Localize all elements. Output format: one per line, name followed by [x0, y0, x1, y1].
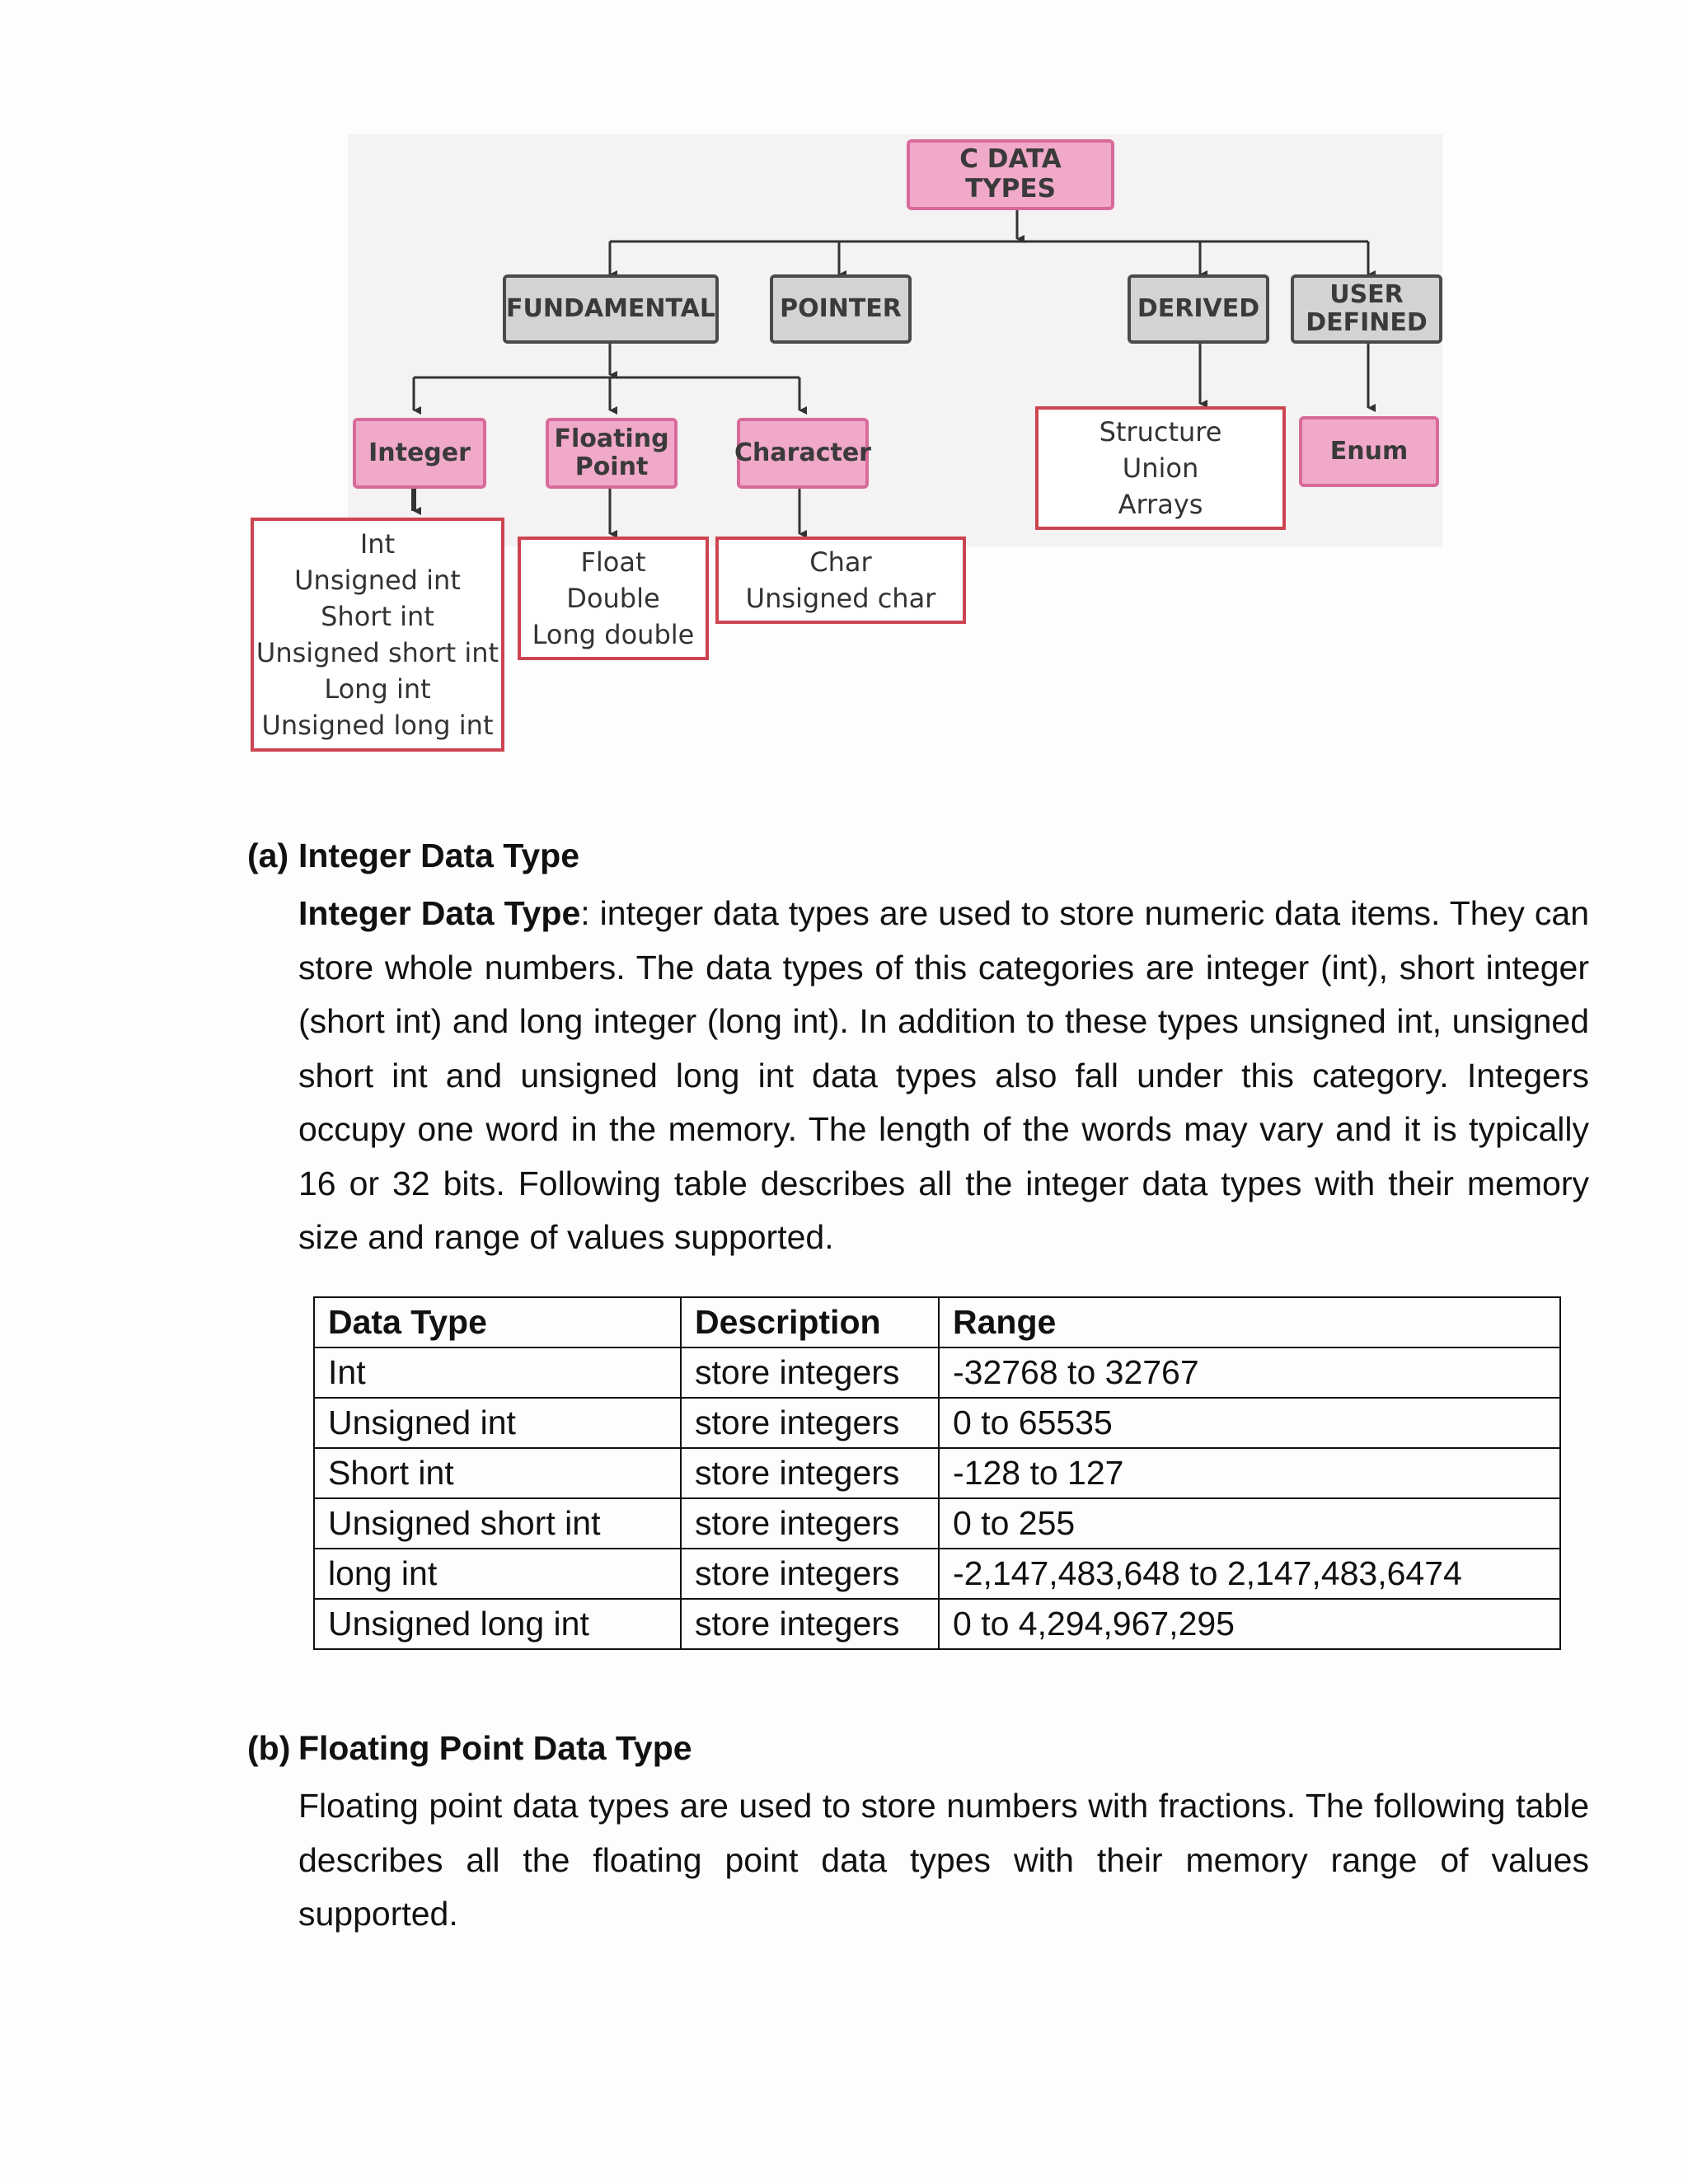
cell-range: 0 to 4,294,967,295: [938, 1598, 1561, 1650]
floating-types-list: Float Double Long double: [518, 537, 709, 660]
derived-label: DERIVED: [1137, 293, 1260, 323]
root-node: C DATA TYPES: [907, 139, 1114, 210]
fundamental-node: FUNDAMENTAL: [503, 274, 719, 344]
character-types-list: Char Unsigned char: [715, 537, 966, 624]
root-label: C DATA TYPES: [959, 144, 1062, 204]
derived-types-list: Structure Union Arrays: [1035, 406, 1286, 530]
cell-description: store integers: [680, 1548, 940, 1600]
header-range: Range: [938, 1296, 1561, 1348]
section-a-heading: (a)Integer Data Type: [247, 837, 579, 875]
section-b-heading: (b)Floating Point Data Type: [247, 1729, 692, 1768]
table-row: Unsigned short int store integers 0 to 2…: [313, 1497, 1561, 1549]
enum-label: Enum: [1329, 436, 1409, 466]
cell-range: -128 to 127: [938, 1447, 1561, 1499]
enum-node: Enum: [1299, 416, 1439, 487]
integer-types-item: Long int: [324, 673, 431, 705]
user-defined-node: USER DEFINED: [1291, 274, 1442, 344]
integer-node: Integer: [353, 418, 486, 489]
integer-types-item: Short int: [321, 601, 434, 632]
cell-range: -32768 to 32767: [938, 1347, 1561, 1399]
derived-types-item: Arrays: [1118, 489, 1203, 520]
integer-types-item: Unsigned short int: [256, 637, 499, 668]
derived-node: DERIVED: [1128, 274, 1269, 344]
cell-range: 0 to 65535: [938, 1397, 1561, 1449]
cell-range: 0 to 255: [938, 1497, 1561, 1549]
user-defined-label-line1: USER: [1329, 279, 1404, 309]
section-b-marker: (b): [247, 1729, 291, 1767]
section-b-title: Floating Point Data Type: [298, 1729, 692, 1767]
character-types-item: Unsigned char: [745, 583, 936, 614]
derived-types-item: Union: [1122, 452, 1199, 484]
integer-label: Integer: [368, 438, 471, 467]
pointer-label: POINTER: [780, 293, 902, 323]
cell-data-type: Short int: [313, 1447, 682, 1499]
table-header-row: Data Type Description Range: [313, 1296, 1561, 1348]
integer-types-item: Unsigned int: [294, 565, 461, 596]
table-row: Unsigned long int store integers 0 to 4,…: [313, 1598, 1561, 1650]
cell-description: store integers: [680, 1397, 940, 1449]
cell-range: -2,147,483,648 to 2,147,483,6474: [938, 1548, 1561, 1600]
cell-data-type: Unsigned long int: [313, 1598, 682, 1650]
section-a-marker: (a): [247, 837, 289, 874]
fundamental-label: FUNDAMENTAL: [506, 293, 716, 323]
character-types-item: Char: [809, 546, 872, 578]
table-row: Short int store integers -128 to 127: [313, 1447, 1561, 1499]
floating-types-item: Long double: [532, 619, 695, 650]
derived-types-item: Structure: [1099, 416, 1222, 448]
c-data-types-diagram: C DATA TYPES FUNDAMENTAL POINTER DERIVED…: [251, 128, 1451, 754]
floating-point-node: Floating Point: [546, 418, 678, 489]
character-label: Character: [734, 438, 871, 467]
integer-types-item: Unsigned long int: [261, 710, 494, 741]
header-data-type: Data Type: [313, 1296, 682, 1348]
integer-types-item: Int: [359, 528, 396, 560]
cell-data-type: Unsigned int: [313, 1397, 682, 1449]
cell-data-type: Unsigned short int: [313, 1497, 682, 1549]
section-b-paragraph: Floating point data types are used to st…: [298, 1779, 1589, 1942]
floating-types-item: Double: [566, 583, 660, 614]
section-a-title: Integer Data Type: [298, 837, 579, 874]
section-a-body: : integer data types are used to store n…: [298, 894, 1589, 1256]
pointer-node: POINTER: [770, 274, 912, 344]
floating-types-item: Float: [580, 546, 646, 578]
cell-data-type: long int: [313, 1548, 682, 1600]
table-row: long int store integers -2,147,483,648 t…: [313, 1548, 1561, 1600]
section-a-lead: Integer Data Type: [298, 894, 581, 932]
section-a-paragraph: Integer Data Type: integer data types ar…: [298, 887, 1589, 1265]
table-row: Unsigned int store integers 0 to 65535: [313, 1397, 1561, 1449]
cell-description: store integers: [680, 1497, 940, 1549]
cell-data-type: Int: [313, 1347, 682, 1399]
header-description: Description: [680, 1296, 940, 1348]
cell-description: store integers: [680, 1447, 940, 1499]
section-b-body: Floating point data types are used to st…: [298, 1787, 1589, 1933]
floating-point-label-line1: Floating: [554, 424, 669, 453]
table-row: Int store integers -32768 to 32767: [313, 1347, 1561, 1399]
cell-description: store integers: [680, 1598, 940, 1650]
character-node: Character: [734, 418, 871, 489]
integer-types-list: Int Unsigned int Short int Unsigned shor…: [251, 518, 504, 752]
integer-types-table: Data Type Description Range Int store in…: [313, 1296, 1561, 1650]
user-defined-label-line2: DEFINED: [1306, 308, 1428, 337]
diagram-connectors: [411, 210, 1376, 538]
floating-point-label-line2: Point: [574, 452, 649, 481]
cell-description: store integers: [680, 1347, 940, 1399]
